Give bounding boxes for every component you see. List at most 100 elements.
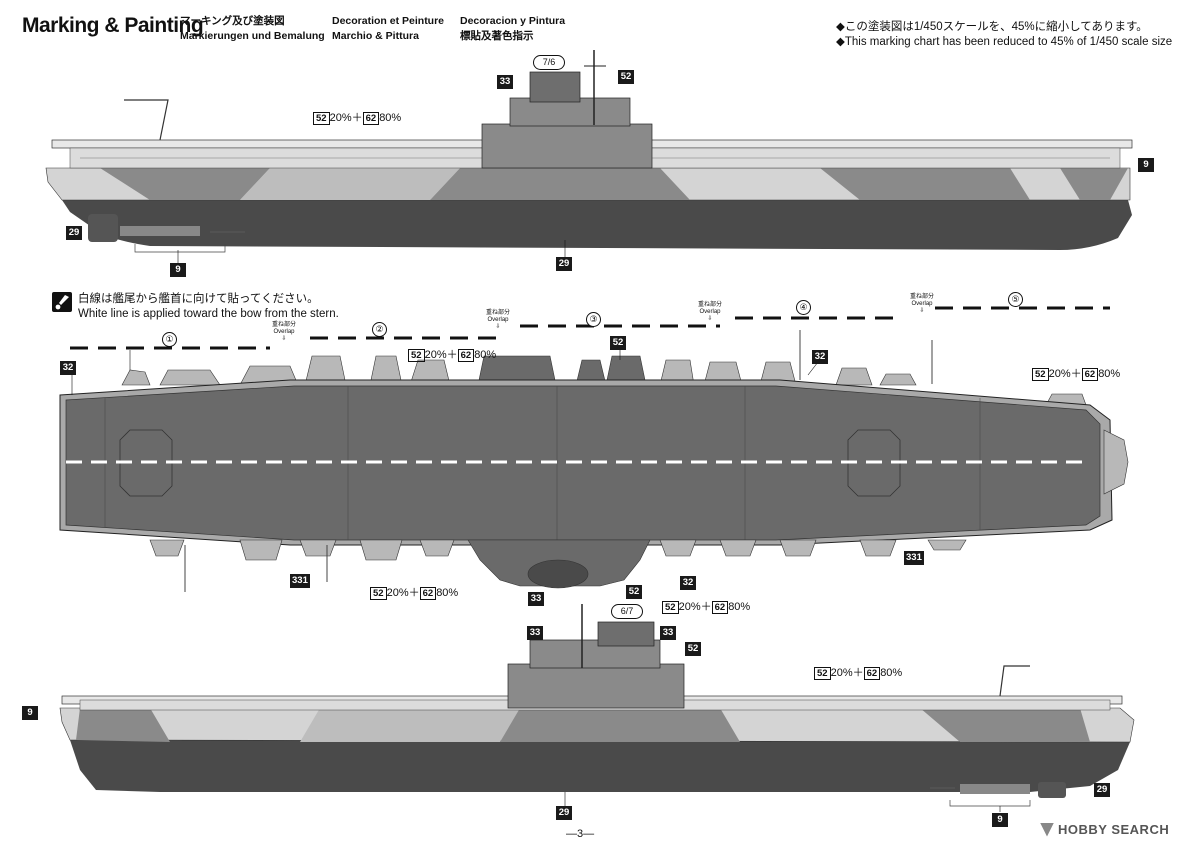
sponson (121, 369, 151, 386)
mix-ratio: 80% (728, 601, 751, 613)
scale-note-en: ◆This marking chart has been reduced to … (836, 36, 1173, 48)
camo-wedge (76, 708, 170, 742)
mix-ratio: 80% (379, 112, 402, 124)
color-code-33: 33 (528, 592, 544, 606)
funnel (597, 621, 655, 647)
overlap-en: Overlap (273, 329, 295, 335)
lang-de: Markierungen und Bemalung (180, 30, 325, 42)
sponson (159, 369, 221, 386)
lang-block-3: Decoracion y Pintura 標貼及著色指示 (460, 14, 565, 44)
color-code-331: 331 (290, 574, 310, 588)
color-code-52: 52 (610, 336, 626, 350)
camo-wedge (1060, 168, 1128, 200)
scale-note-jp: ◆この塗装図は1/450スケールを、45%に縮小してあります。 (836, 21, 1148, 33)
color-code-9: 9 (22, 706, 38, 720)
color-code-52: 52 (814, 667, 831, 680)
page-title: Marking & Painting (22, 14, 204, 37)
leader-lines (71, 240, 1001, 812)
color-code-62: 62 (711, 601, 729, 614)
color-code-29: 29 (556, 806, 572, 820)
overlap-marker: 重ね部分 Overlap ⇩ (910, 294, 934, 315)
color-code-62: 62 (457, 349, 475, 362)
arrow-down-icon: ⇩ (707, 316, 713, 322)
crane (999, 665, 1030, 697)
sponson (419, 539, 455, 557)
elevator-aft (119, 429, 173, 497)
color-code-62: 62 (362, 112, 380, 125)
segment-number: ④ (796, 300, 811, 315)
sponson (299, 539, 337, 557)
overlap-jp: 重ね部分 (910, 294, 935, 300)
plan-view (59, 306, 1129, 592)
mix-ratio: 80% (436, 587, 459, 599)
decal-number: 6/7 (611, 604, 643, 619)
color-code-52: 52 (618, 70, 634, 84)
color-code-29: 29 (1094, 783, 1110, 797)
overlap-jp: 重ね部分 (486, 310, 511, 316)
port-side-view (59, 604, 1135, 807)
color-code-9: 9 (170, 263, 186, 277)
mix-ratio: 20%＋ (830, 667, 864, 679)
segment-number: ① (162, 332, 177, 347)
color-code-9: 9 (992, 813, 1008, 827)
mix-ratio: 20%＋ (1048, 368, 1082, 380)
sponson (879, 373, 917, 386)
color-code-33: 33 (660, 626, 676, 640)
lang-block-1: マーキング及び塗装図 Markierungen und Bemalung (180, 14, 325, 44)
lang-it: Marchio & Pittura (332, 30, 419, 42)
overlap-en: Overlap (487, 317, 509, 323)
color-code-32: 32 (812, 350, 828, 364)
funnel (529, 71, 581, 103)
overlap-en: Overlap (911, 301, 933, 307)
color-code-9: 9 (1138, 158, 1154, 172)
bow-fitting (1103, 429, 1129, 495)
color-code-32: 32 (60, 361, 76, 375)
color-code-62: 62 (419, 587, 437, 600)
color-code-52: 52 (408, 349, 425, 362)
flight-deck-surface (65, 385, 1101, 541)
decal-number: 7/6 (533, 55, 565, 70)
overlap-marker: 重ね部分 Overlap ⇩ (698, 302, 722, 323)
mix-ratio: 20%＋ (424, 349, 458, 361)
scale-note: ◆この塗装図は1/450スケールを、45%に縮小してあります。 ◆This ma… (836, 20, 1172, 50)
mix-ratio: 80% (474, 349, 497, 361)
overlap-en: Overlap (699, 309, 721, 315)
sponson (927, 539, 967, 551)
sponson (719, 539, 757, 557)
segment-number: ② (372, 322, 387, 337)
camo-wedge (500, 708, 740, 742)
lang-cn: 標貼及著色指示 (460, 30, 534, 42)
camo-wedge (430, 168, 690, 200)
watermark: HOBBY SEARCH (1040, 822, 1169, 837)
watermark-text: HOBBY SEARCH (1058, 822, 1170, 837)
island-base (481, 123, 653, 169)
funnel-plan (527, 559, 589, 589)
segment-number: ③ (586, 312, 601, 327)
color-code-331: 331 (904, 551, 924, 565)
color-code-52: 52 (626, 585, 642, 599)
overlap-jp: 重ね部分 (698, 302, 723, 308)
sponson (359, 539, 403, 561)
starboard-side-view (45, 50, 1133, 253)
camo-wedge (240, 168, 460, 200)
sponson (149, 539, 185, 557)
color-code-52: 52 (685, 642, 701, 656)
mix-ratio: 20%＋ (329, 112, 363, 124)
color-code-29: 29 (66, 226, 82, 240)
color-code-32: 32 (680, 576, 696, 590)
overlap-marker: 重ね部分 Overlap ⇩ (486, 310, 510, 331)
lang-jp: マーキング及び塗装図 (180, 15, 285, 27)
arrow-down-icon: ⇩ (495, 324, 501, 330)
color-code-52: 52 (370, 587, 387, 600)
sponson (659, 539, 697, 557)
white-line-note-en: White line is applied toward the bow fro… (78, 308, 339, 320)
lang-block-2: Decoration et Peinture Marchio & Pittura (332, 14, 444, 44)
camo-wedge (100, 168, 270, 200)
sponson (835, 367, 873, 386)
sponson (239, 539, 283, 561)
color-code-62: 62 (1081, 368, 1099, 381)
